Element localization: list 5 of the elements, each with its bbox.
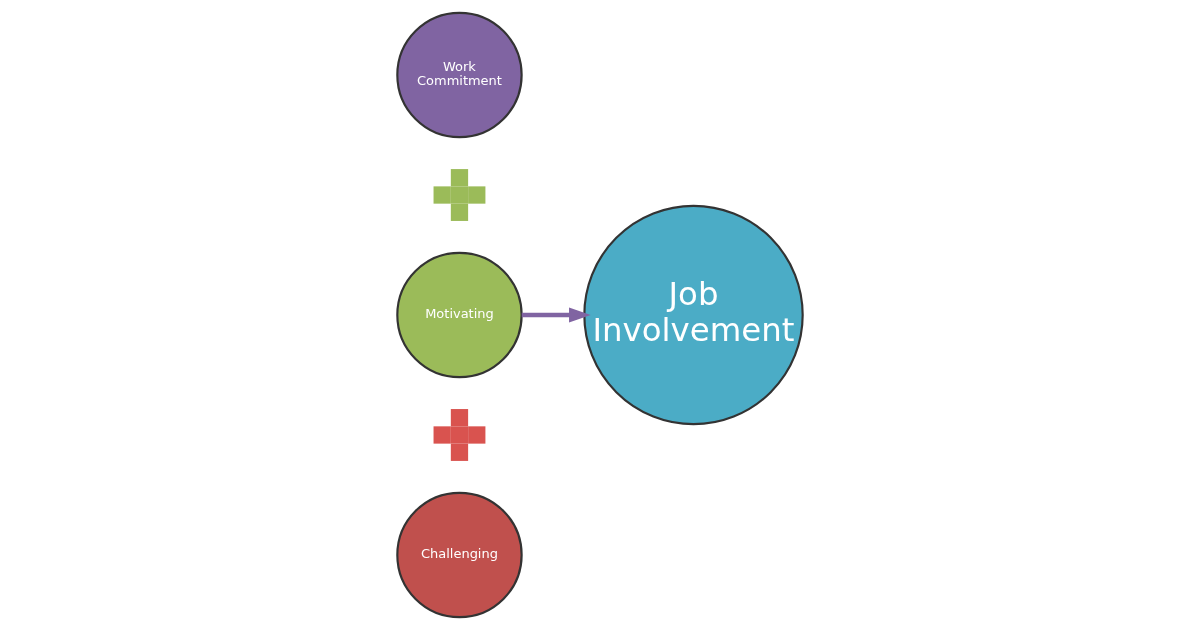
node-circle: Motivating [396,251,523,379]
node-circle: Work Commitment [396,11,523,139]
node-circle: Job Involvement [583,204,804,426]
arrow [521,307,591,323]
node-circle: Challenging [396,491,523,619]
